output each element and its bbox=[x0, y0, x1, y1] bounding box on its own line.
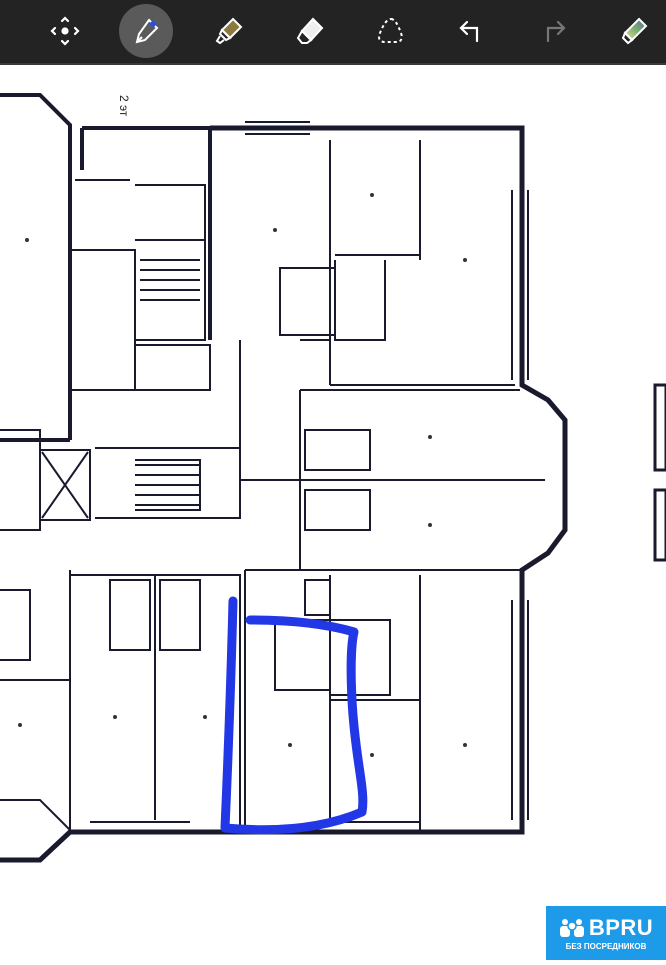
color-pen-tool-button[interactable] bbox=[607, 4, 661, 58]
redo-button[interactable] bbox=[526, 4, 580, 58]
move-arrows-icon bbox=[50, 16, 80, 46]
drawing-toolbar bbox=[0, 0, 666, 65]
floor-label: 2 эт bbox=[117, 95, 131, 117]
pen-tool-button[interactable] bbox=[119, 4, 173, 58]
eraser-tool-button[interactable] bbox=[283, 4, 337, 58]
bpru-watermark: BPRU БЕЗ ПОСРЕДНИКОВ bbox=[546, 906, 666, 960]
undo-icon bbox=[459, 20, 479, 43]
move-tool-button[interactable] bbox=[38, 4, 92, 58]
gradient-pen-icon bbox=[621, 17, 648, 45]
highlighter-tool-button[interactable] bbox=[202, 4, 256, 58]
highlighter-icon bbox=[215, 17, 243, 45]
lasso-icon bbox=[378, 17, 403, 43]
watermark-brand: BPRU bbox=[588, 915, 654, 940]
redo-icon bbox=[546, 20, 566, 43]
eraser-icon bbox=[296, 17, 324, 44]
lasso-tool-button[interactable] bbox=[364, 4, 418, 58]
floor-plan-image: 2 эт bbox=[0, 93, 666, 863]
drawing-canvas[interactable]: 2 эт bbox=[0, 65, 666, 960]
watermark-tagline: БЕЗ ПОСРЕДНИКОВ bbox=[565, 942, 647, 951]
fountain-pen-icon bbox=[135, 18, 159, 44]
undo-button[interactable] bbox=[445, 4, 499, 58]
blue-pen-annotation bbox=[220, 596, 368, 835]
people-key-icon bbox=[559, 919, 584, 937]
